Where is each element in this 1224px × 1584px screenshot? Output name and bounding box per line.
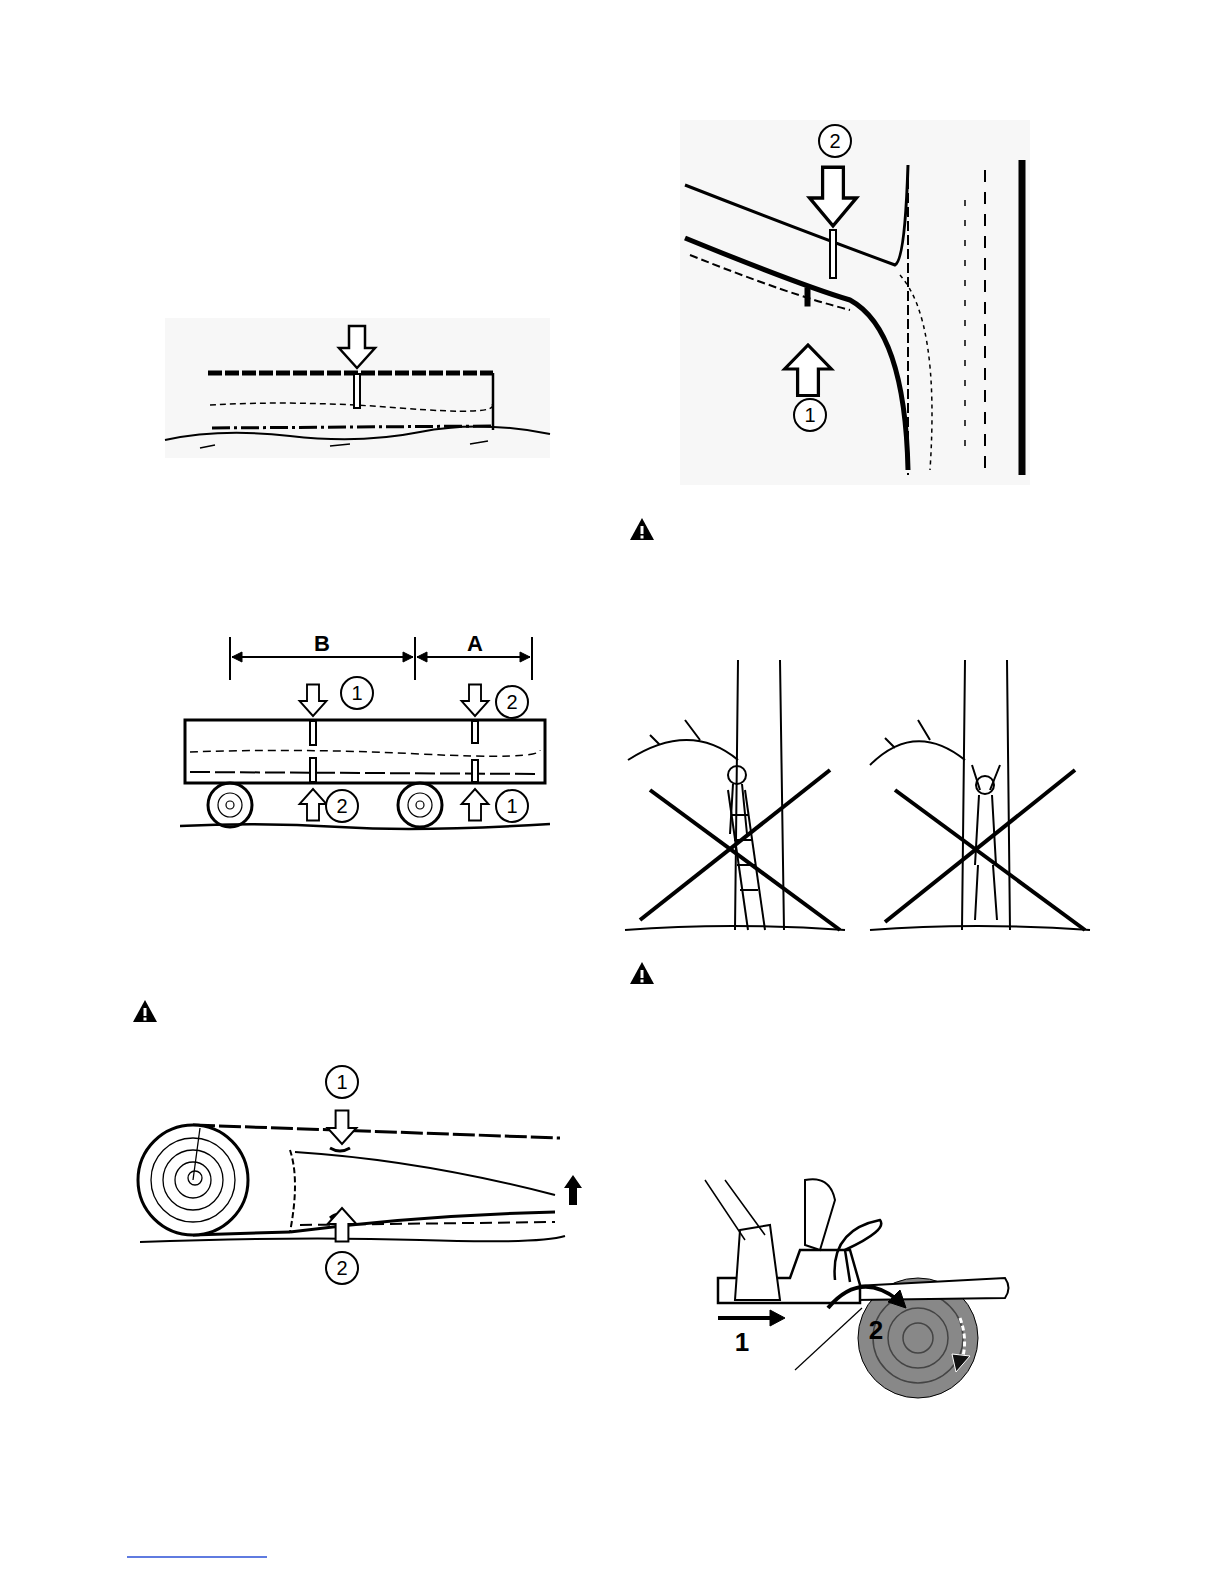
dimension-label: B — [311, 633, 333, 655]
callout-number: 1 — [325, 1065, 359, 1099]
dimension-label: A — [464, 633, 486, 655]
supported-log — [180, 637, 550, 829]
callout-number: 2 — [869, 1317, 883, 1343]
callout-number: 1 — [735, 1329, 749, 1355]
warning-symbol — [133, 1000, 157, 1022]
callout-number: 2 — [818, 124, 852, 158]
prohibited-ladder — [625, 660, 845, 930]
callout-number: 1 — [793, 398, 827, 432]
callout-number: 2 — [495, 685, 529, 719]
log-on-ground — [165, 318, 550, 458]
limb-cut — [680, 120, 1030, 485]
callout-number: 1 — [340, 676, 374, 710]
warning-symbol — [630, 518, 654, 540]
prohibited-overhead — [870, 660, 1090, 930]
callout-number: 1 — [495, 789, 529, 823]
link-underline — [127, 1556, 267, 1558]
callout-number: 2 — [325, 1251, 359, 1285]
callout-number: 2 — [325, 789, 359, 823]
branch-under-tension — [138, 1110, 582, 1242]
chainsaw-pushback — [705, 1179, 1009, 1398]
warning-symbol — [630, 962, 654, 984]
